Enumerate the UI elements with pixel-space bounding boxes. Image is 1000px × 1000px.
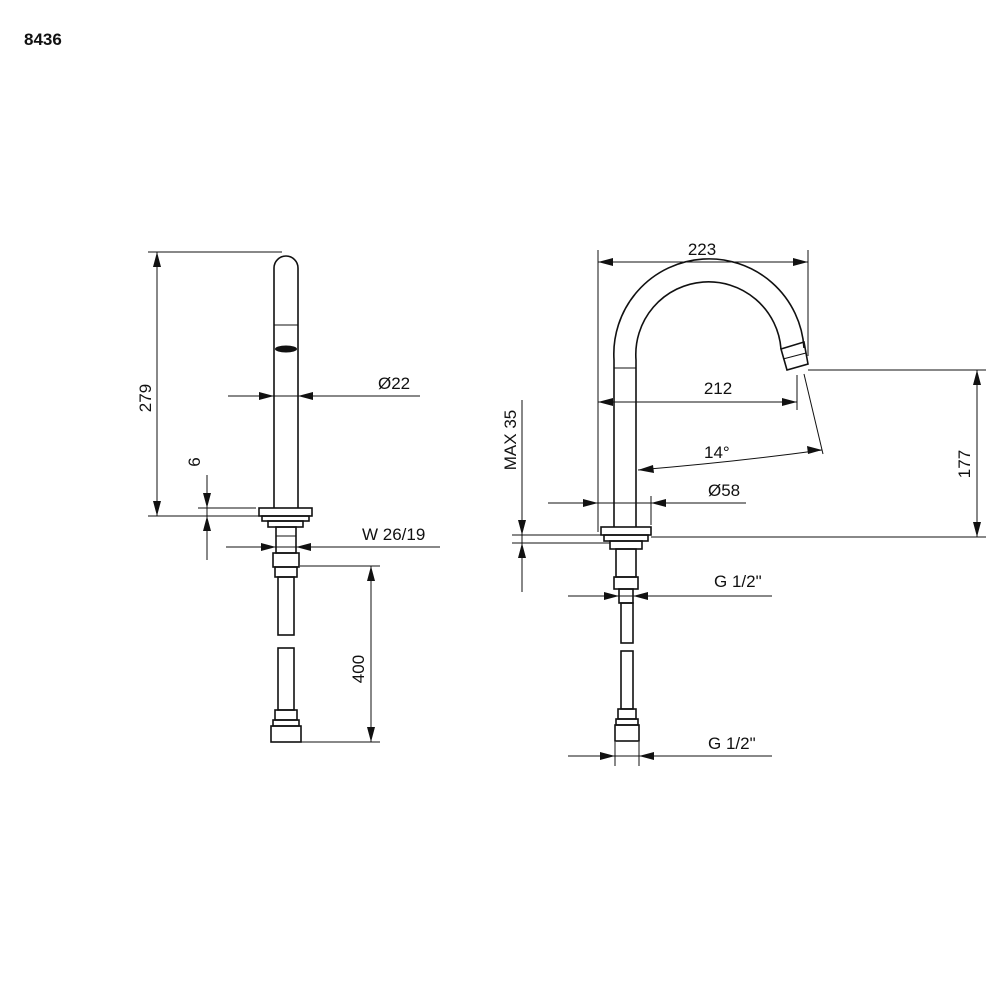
dim-base-diameter-label: Ø58 bbox=[708, 481, 740, 500]
side-view: 279 Ø22 6 W 26/19 400 bbox=[136, 251, 440, 743]
dim-reach-label: 223 bbox=[688, 240, 716, 259]
dim-height-label: 279 bbox=[136, 384, 155, 412]
dim-max-label: MAX 35 bbox=[501, 410, 520, 470]
dim-thread-bottom-label: G 1/2" bbox=[708, 734, 756, 753]
product-code: 8436 bbox=[24, 30, 62, 49]
front-view-dimensions: 223 212 14° Ø58 MAX 35 bbox=[501, 240, 986, 766]
dim-diameter-label: Ø22 bbox=[378, 374, 410, 393]
dim-height-label: 177 bbox=[955, 450, 974, 478]
side-view-faucet-body bbox=[258, 255, 313, 743]
dim-hose-label: 400 bbox=[349, 655, 368, 683]
dim-thread-top-label: G 1/2" bbox=[714, 572, 762, 591]
dim-base-label: 6 bbox=[185, 457, 204, 466]
front-view-faucet-body bbox=[600, 258, 809, 742]
dim-spout-reach-label: 212 bbox=[704, 379, 732, 398]
side-view-dimensions: 279 Ø22 6 W 26/19 400 bbox=[136, 251, 440, 743]
dim-wrench-label: W 26/19 bbox=[362, 525, 425, 544]
front-view: 223 212 14° Ø58 MAX 35 bbox=[501, 240, 986, 766]
dim-angle-label: 14° bbox=[704, 443, 730, 462]
